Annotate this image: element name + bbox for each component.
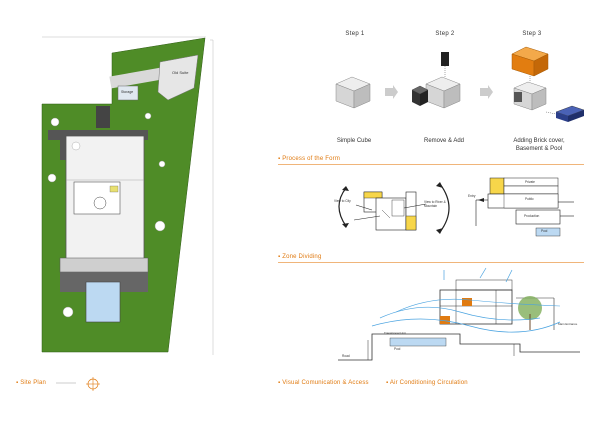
view-city-label: View to City <box>334 199 351 203</box>
production-label: Production <box>524 214 540 218</box>
brick-cover-form <box>511 46 585 122</box>
visual-heading: ▪ Visual Comunication & Access <box>278 380 369 386</box>
old-suite-block <box>157 54 199 101</box>
step-2-caption: Remove & Add <box>423 138 465 144</box>
storage-block <box>117 85 139 101</box>
paving-strip <box>109 67 163 89</box>
process-heading: ▪ Process of the Form <box>278 156 341 162</box>
step-2-title: Step 2 <box>435 31 455 37</box>
storage-label: Storage <box>121 90 134 94</box>
private-label: Private <box>525 180 535 184</box>
step-3-caption: Adding Brick cover, Basement & Pool <box>513 138 565 152</box>
pathway-side <box>48 130 148 140</box>
transition-label: Transitional Unit <box>384 331 406 335</box>
pathway-top <box>96 106 110 128</box>
section-pool-label: Pool <box>394 347 401 351</box>
air-heading: ▪ Air Conditioning Circulation <box>386 380 468 386</box>
pool <box>85 281 121 323</box>
old-suite-label: Old Suite <box>172 70 189 75</box>
road-label: Road <box>342 354 350 358</box>
process-rule <box>278 164 584 165</box>
step-1-title: Step 1 <box>345 31 365 37</box>
zone-heading: ▪ Zone Dividing <box>278 254 322 260</box>
site-plan-heading: ▪ Site Plan <box>16 380 47 386</box>
arrow-right-icon <box>480 85 493 99</box>
arrow-right-icon <box>385 85 398 99</box>
main-entrance-label: Main Entrance <box>558 322 578 326</box>
simple-cube <box>335 76 371 109</box>
step-3-title: Step 3 <box>522 31 542 37</box>
view-river-label: View to River & Mountain <box>424 200 446 208</box>
remove-add-form <box>411 52 461 109</box>
step-1-caption: Simple Cube <box>336 138 372 144</box>
public-label: Public <box>525 197 534 201</box>
entry-label: Entry <box>468 194 476 198</box>
pool-zone-label: Pool <box>541 229 548 233</box>
zone-rule <box>278 262 584 263</box>
